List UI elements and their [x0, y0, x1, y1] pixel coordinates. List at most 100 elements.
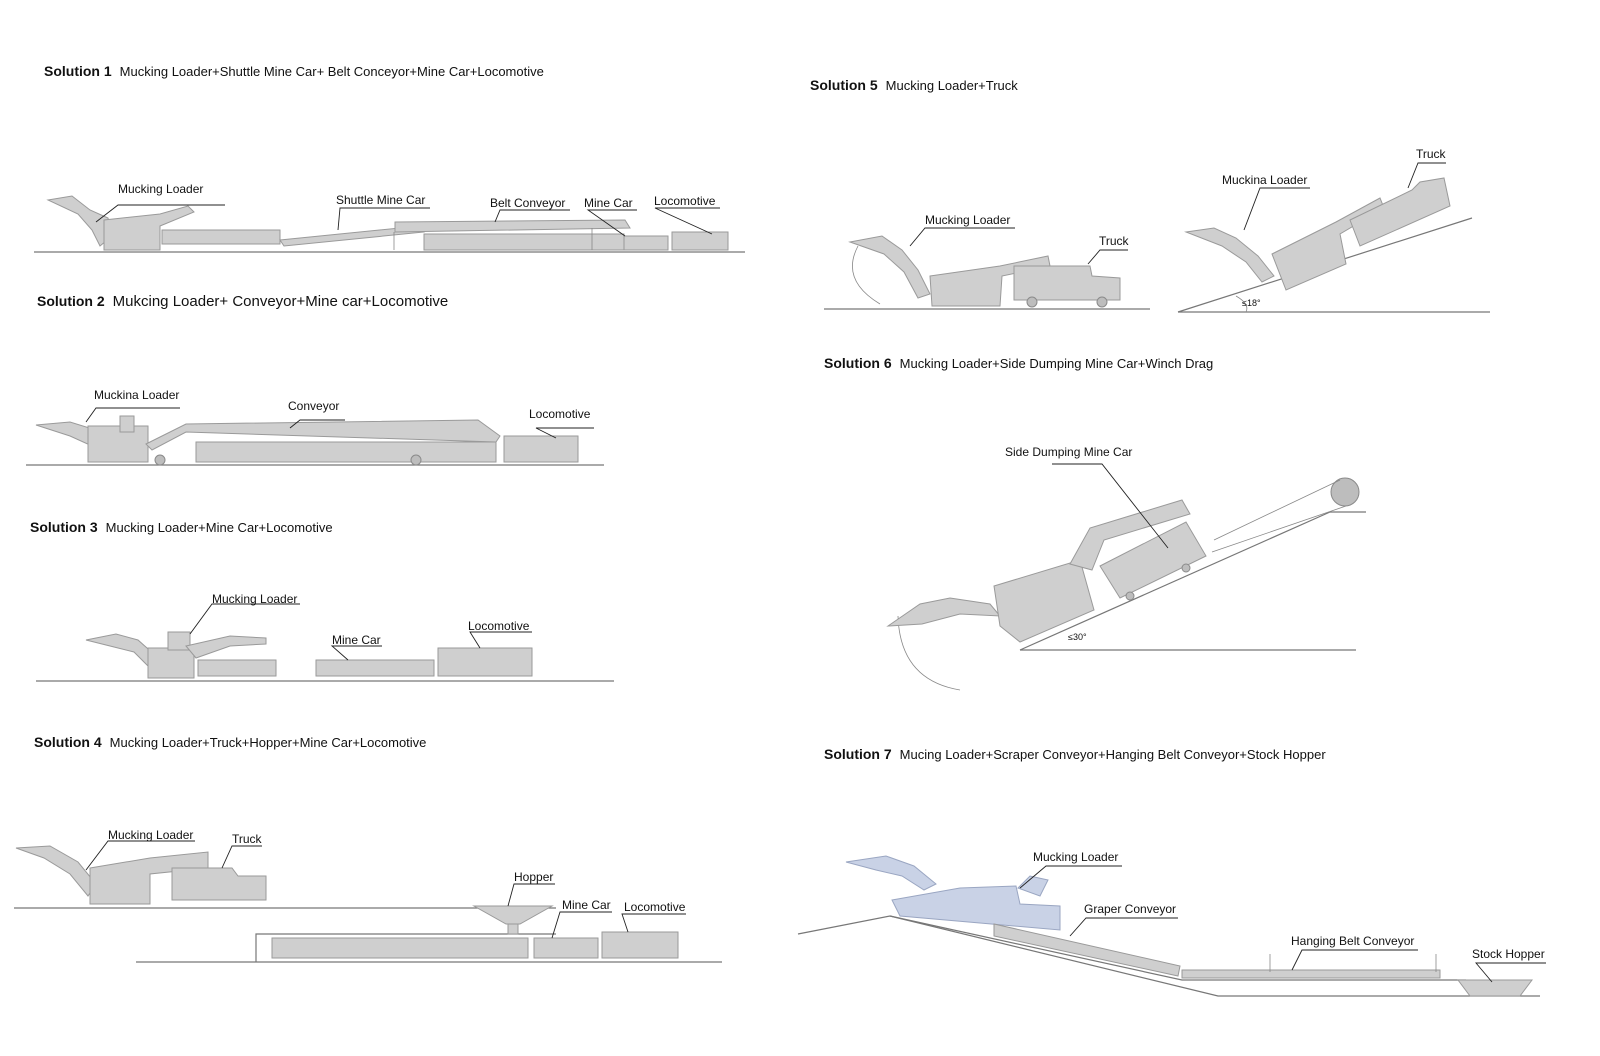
loader-arm — [15, 845, 97, 897]
solution-description: Mucking Loader+Side Dumping Mine Car+Win… — [899, 356, 1214, 371]
conveyor — [145, 419, 501, 451]
solution-number: Solution 3 — [30, 519, 98, 535]
solution-5-incline-diagram — [1177, 162, 1490, 313]
leader-line — [1407, 162, 1446, 189]
mine-car-train — [315, 659, 435, 677]
label-mucking-loader: Muckina Loader — [94, 388, 180, 402]
label-mucking-loader: Mucking Loader — [212, 592, 298, 606]
solution-4-heading: Solution 4 Mucking Loader+Truck+Hopper+Mi… — [34, 734, 426, 750]
leader-line — [221, 845, 262, 869]
mine-car-train — [423, 233, 625, 251]
label-mucking-loader: Mucking Loader — [925, 213, 1011, 227]
truck — [171, 867, 267, 901]
label-mine-car: Mine Car — [584, 196, 633, 210]
label-shuttle-mine-car: Shuttle Mine Car — [336, 193, 426, 207]
solution-3-heading: Solution 3 Mucking Loader+Mine Car+Locomo… — [30, 519, 333, 535]
leader-line — [330, 645, 382, 661]
loader-conveyor — [185, 635, 267, 659]
label-scraper-conveyor: Graper Conveyor — [1084, 902, 1177, 916]
label-hopper: Hopper — [514, 870, 554, 884]
loader-arm — [845, 855, 937, 891]
loader-arm — [46, 195, 113, 247]
solution-description: Mukcing Loader+ Conveyor+Mine car+Locomo… — [112, 293, 449, 310]
label-side-dumping-mine-car: Side Dumping Mine Car — [1005, 445, 1133, 459]
label-locomotive: Locomotive — [468, 619, 530, 633]
truck — [1349, 177, 1451, 247]
label-mine-car: Mine Car — [562, 898, 611, 912]
label-locomotive: Locomotive — [654, 194, 716, 208]
mucking-loader — [891, 885, 1061, 931]
solution-number: Solution 2 — [37, 293, 105, 309]
solution-description: Mucking Loader+Shuttle Mine Car+ Belt Co… — [119, 64, 544, 79]
solution-2-heading: Solution 2 Mukcing Loader+ Conveyor+Mine … — [37, 293, 448, 310]
loader-conveyor — [1069, 499, 1191, 571]
leader-line — [95, 204, 225, 223]
leader-line — [85, 840, 195, 871]
label-truck: Truck — [232, 832, 262, 846]
locomotive — [671, 231, 729, 251]
leader-line — [1291, 949, 1418, 971]
leader-line — [507, 883, 555, 907]
solution-6-heading: Solution 6 Mucking Loader+Side Dumping Mi… — [824, 355, 1213, 371]
solution-1-diagram — [34, 195, 745, 253]
upper-ground-line — [797, 915, 1466, 981]
leader-line — [289, 419, 345, 429]
loader-arm — [1184, 227, 1275, 283]
leader-line — [551, 911, 612, 939]
solution-number: Solution 4 — [34, 734, 102, 750]
solution-3-diagram — [36, 603, 614, 682]
label-mucking-loader: Mucking Loader — [118, 182, 204, 196]
solution-number: Solution 1 — [44, 63, 112, 79]
solution-description: Mucking Loader+Truck — [885, 78, 1018, 93]
solution-description: Mucking Loader+Truck+Hopper+Mine Car+Loc… — [109, 735, 427, 750]
solution-number: Solution 7 — [824, 746, 892, 762]
mine-car — [197, 659, 277, 677]
leader-line — [1052, 463, 1169, 549]
side-dumping-mine-car — [1099, 521, 1207, 599]
solution-number: Solution 6 — [824, 355, 892, 371]
solution-description: Mucing Loader+Scraper Conveyor+Hanging B… — [899, 747, 1326, 762]
label-mine-car: Mine Car — [332, 633, 381, 647]
scraper-conveyor — [993, 923, 1181, 977]
label-truck: Truck — [1099, 234, 1129, 248]
solution-6-diagram — [886, 463, 1366, 691]
label-belt-conveyor: Belt Conveyor — [490, 196, 566, 210]
solution-7-diagram — [797, 855, 1546, 997]
leader-line — [1069, 917, 1178, 937]
leader-line — [621, 913, 686, 933]
label-mucking-loader: Mucking Loader — [1033, 850, 1119, 864]
mucking-loader — [103, 205, 195, 251]
solution-number: Solution 5 — [810, 77, 878, 93]
solution-description: Mucking Loader+Mine Car+Locomotive — [105, 520, 333, 535]
loader-arm — [848, 235, 931, 299]
label-mucking-loader: Mucking Loader — [108, 828, 194, 842]
leader-line — [654, 207, 720, 235]
tunnel-outline — [255, 933, 556, 962]
leader-line — [1243, 187, 1310, 231]
leader-line — [1019, 865, 1122, 889]
loader-arm — [886, 597, 1002, 627]
hopper — [472, 905, 554, 925]
label-incline-angle: ≤18° — [1242, 298, 1261, 308]
label-mucking-loader: Muckina Loader — [1222, 173, 1308, 187]
leader-line — [586, 209, 637, 237]
leader-line — [494, 209, 570, 223]
locomotive — [503, 435, 579, 463]
mine-car — [623, 235, 669, 251]
leader-line — [1087, 249, 1128, 265]
label-truck: Truck — [1416, 147, 1446, 161]
label-locomotive: Locomotive — [624, 900, 686, 914]
leader-line — [469, 631, 532, 649]
label-stock-hopper: Stock Hopper — [1472, 947, 1545, 961]
mucking-loader — [87, 425, 149, 463]
shuttle-mine-car — [161, 229, 281, 245]
locomotive — [601, 931, 679, 959]
solution-1-heading: Solution 1 Mucking Loader+Shuttle Mine Ca… — [44, 63, 544, 79]
winch-cable — [1213, 479, 1341, 541]
solution-7-heading: Solution 7 Mucing Loader+Scraper Conveyor… — [824, 746, 1326, 762]
solution-5-heading: Solution 5 Mucking Loader+Truck — [810, 77, 1018, 93]
leader-line — [535, 427, 594, 439]
belt-conveyor — [394, 219, 631, 233]
truck — [1013, 265, 1121, 301]
